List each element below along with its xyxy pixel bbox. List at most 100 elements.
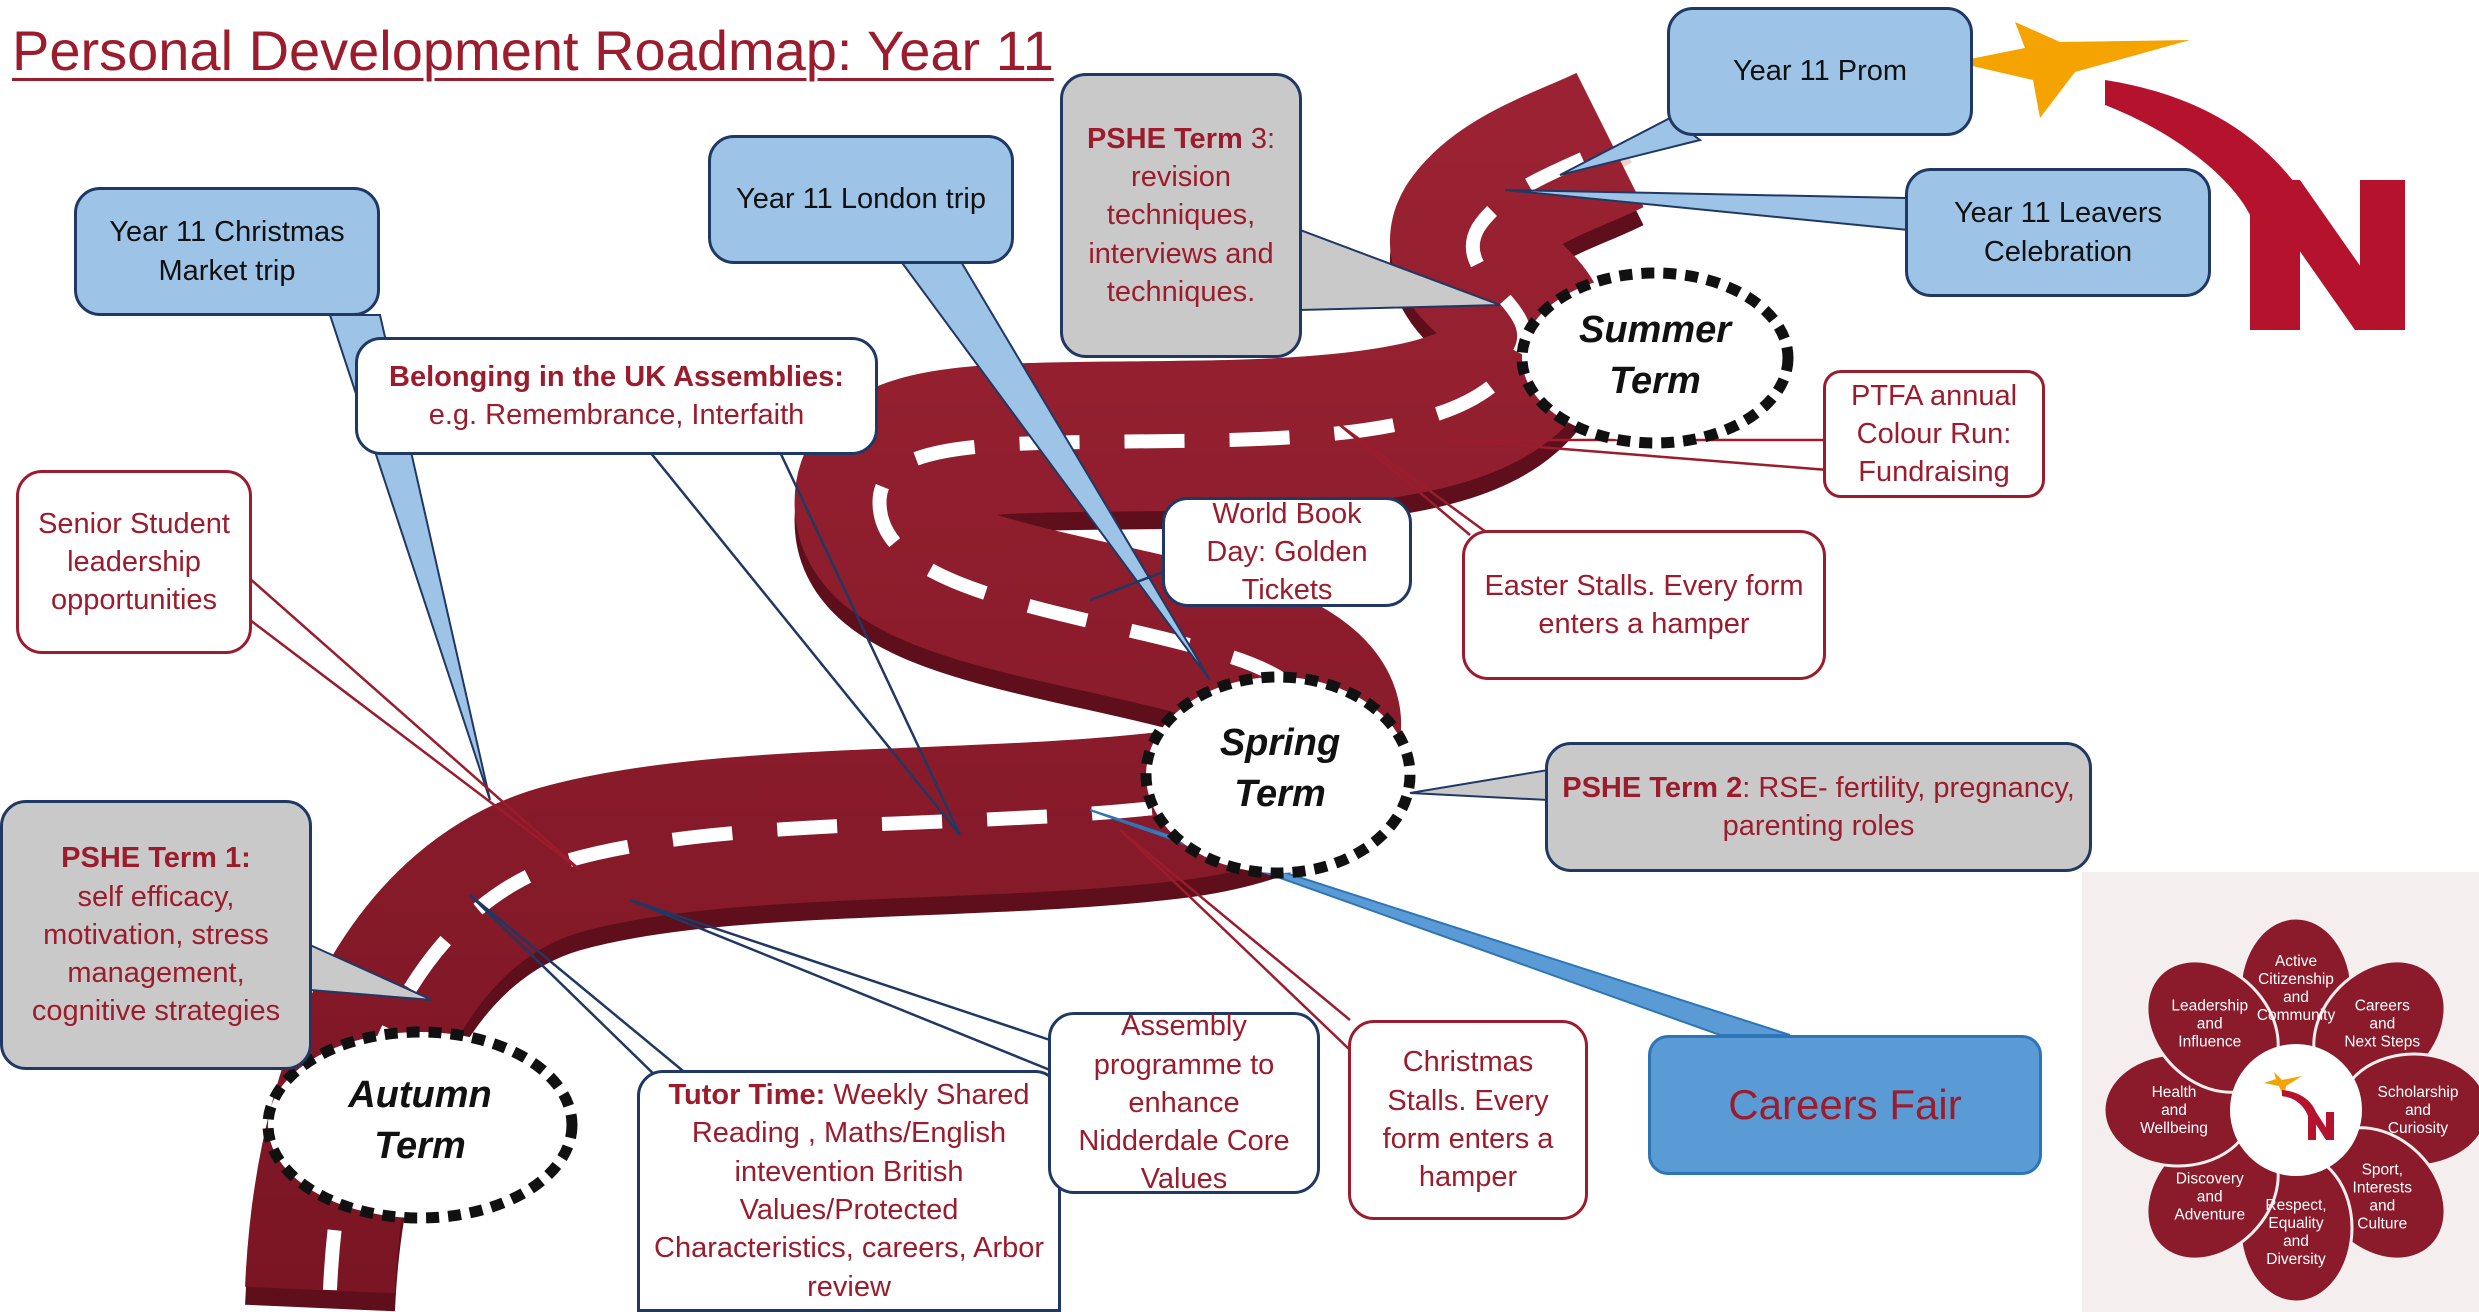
london-trip-text: Year 11 London trip <box>736 183 986 216</box>
flower-petal-label-line: Curiosity <box>2388 1120 2449 1137</box>
tutor-time-body: Weekly Shared Reading , Maths/English in… <box>654 1079 1045 1303</box>
tutor-pointer <box>469 894 701 1086</box>
ptfa-text: PTFA annual Colour Run: Fundraising <box>1850 379 2018 489</box>
christmas-stalls-pointer-2 <box>1119 829 1351 1051</box>
assembly-pointer-2 <box>629 898 1051 1072</box>
flower-petal-label-line: Community <box>2257 1007 2336 1024</box>
logo-star-icon <box>1955 22 2190 118</box>
flower-petal-label-line: Adventure <box>2174 1206 2245 1223</box>
autumn-term-line2: Term <box>374 1125 466 1168</box>
christmas-market-callout: Year 11 Christmas Market trip <box>74 187 380 316</box>
flower-petal-label-line: Respect, <box>2265 1197 2326 1214</box>
road-center-line <box>323 139 1614 1291</box>
belonging-pointer-2 <box>778 451 962 836</box>
senior-leadership-callout: Senior Student leadership opportunities <box>16 470 252 654</box>
london-trip-callout: Year 11 London trip <box>708 135 1014 264</box>
christmas-stalls-pointer <box>1119 829 1351 1021</box>
flower-petal-label-line: Wellbeing <box>2140 1120 2208 1137</box>
pshe2-pointer <box>1409 768 1549 802</box>
ptfa-pointer-2 <box>1449 438 1829 472</box>
pshe-term3-heading: PSHE Term 3: <box>1087 120 1275 158</box>
prom-text: Year 11 Prom <box>1732 55 1908 88</box>
leavers-text: Year 11 Leavers Celebration <box>1954 197 2162 268</box>
page-title: Personal Development Roadmap: Year 11 <box>12 19 1054 82</box>
flower-petal-label-line: Health <box>2152 1084 2197 1101</box>
world-book-day-text: World Book Day: Golden Tickets <box>1206 497 1368 607</box>
flower-petal-label-line: Active <box>2275 953 2317 970</box>
pshe-term2-text: PSHE Term 2: RSE- fertility, pregnancy, … <box>1562 769 2075 846</box>
flower-petal-label-line: Scholarship <box>2378 1084 2459 1101</box>
summer-term-line1: Summer <box>1578 309 1732 351</box>
christmas-stalls-text: Christmas Stalls. Every form enters a ha… <box>1382 1046 1554 1194</box>
flower-petal-label-line: Careers <box>2355 998 2410 1015</box>
flower-petal-label-line: Equality <box>2268 1215 2323 1232</box>
autumn-term-line1: Autumn <box>348 1074 492 1116</box>
summer-term-label: Summer Term <box>1535 305 1775 408</box>
flower-petal-label-line: Culture <box>2357 1215 2407 1232</box>
pshe-term3-head: PSHE Term <box>1086 122 1243 155</box>
flower-petal-label-line: Next Steps <box>2344 1034 2420 1051</box>
christmas-stalls-callout: Christmas Stalls. Every form enters a ha… <box>1348 1020 1588 1220</box>
flower-petal-label-line: Influence <box>2178 1034 2241 1051</box>
flower-petal-label-line: and <box>2197 1188 2223 1205</box>
spring-term-line2: Term <box>1234 773 1326 816</box>
autumn-term-label: Autumn Term <box>300 1070 540 1173</box>
leavers-callout: Year 11 Leavers Celebration <box>1905 168 2211 297</box>
nidderdale-logo <box>1955 22 2405 330</box>
easter-stalls-callout: Easter Stalls. Every form enters a hampe… <box>1462 530 1826 680</box>
prom-callout: Year 11 Prom <box>1667 7 1973 136</box>
flower-petal-label-line: and <box>2369 1016 2395 1033</box>
flower-petal-label-line: and <box>2283 989 2309 1006</box>
tutor-time-callout: Tutor Time: Weekly Shared Reading , Math… <box>637 1070 1061 1312</box>
flower-petal-label-line: Diversity <box>2266 1251 2326 1268</box>
belonging-body: e.g. Remembrance, Interfaith <box>428 399 805 431</box>
flower-petal-label-line: Interests <box>2353 1179 2413 1196</box>
flower-petal-label-line: and <box>2283 1233 2309 1250</box>
assembly-pointer <box>629 898 1051 1042</box>
world-book-pointer <box>1089 568 1169 602</box>
tutor-pointer-2 <box>469 894 666 1086</box>
pshe-term3-body: revision techniques, interviews and tech… <box>1088 161 1274 308</box>
flower-n-icon <box>2282 1090 2334 1140</box>
spring-term-line1: Spring <box>1219 722 1341 764</box>
senior-pointer-2 <box>249 619 581 871</box>
belonging-head: Belonging in the UK Assemblies: <box>389 360 844 393</box>
pshe-term1-callout: PSHE Term 1: self efficacy, motivation, … <box>0 800 312 1070</box>
senior-leadership-text: Senior Student leadership opportunities <box>38 507 230 617</box>
logo-swoosh <box>2105 80 2300 330</box>
senior-pointer <box>239 569 581 871</box>
careers-fair-callout: Careers Fair <box>1648 1035 2042 1175</box>
pshe-term2-body: : RSE- fertility, pregnancy, parenting r… <box>1722 771 2075 842</box>
christmas-market-text: Year 11 Christmas Market trip <box>109 216 345 287</box>
flower-star-icon <box>2264 1072 2302 1098</box>
pshe-term2-head: PSHE Term 2 <box>1562 771 1743 804</box>
tutor-time-text: Tutor Time: Weekly Shared Reading , Math… <box>654 1076 1044 1306</box>
pshe-term2-callout: PSHE Term 2: RSE- fertility, pregnancy, … <box>1545 742 2092 872</box>
ptfa-callout: PTFA annual Colour Run: Fundraising <box>1823 370 2045 498</box>
flower-center <box>2230 1044 2362 1176</box>
flower-petal-label-line: and <box>2197 1016 2223 1033</box>
easter-stalls-text: Easter Stalls. Every form enters a hampe… <box>1484 569 1804 640</box>
assembly-text: Assembly programme to enhance Nidderdale… <box>1078 1010 1290 1196</box>
spring-term-marker <box>1140 671 1416 879</box>
pshe-term1-body: self efficacy, motivation, stress manage… <box>31 880 281 1028</box>
belonging-callout: Belonging in the UK Assemblies: e.g. Rem… <box>355 337 878 455</box>
flower-petal-label-line: Sport, <box>2362 1161 2403 1178</box>
summer-term-marker <box>1516 267 1794 449</box>
tutor-time-head: Tutor Time: <box>668 1079 826 1112</box>
flower-petal-label-line: Leadership <box>2171 998 2248 1015</box>
world-book-day-callout: World Book Day: Golden Tickets <box>1162 497 1412 607</box>
flower-petal-label-line: and <box>2369 1197 2395 1214</box>
